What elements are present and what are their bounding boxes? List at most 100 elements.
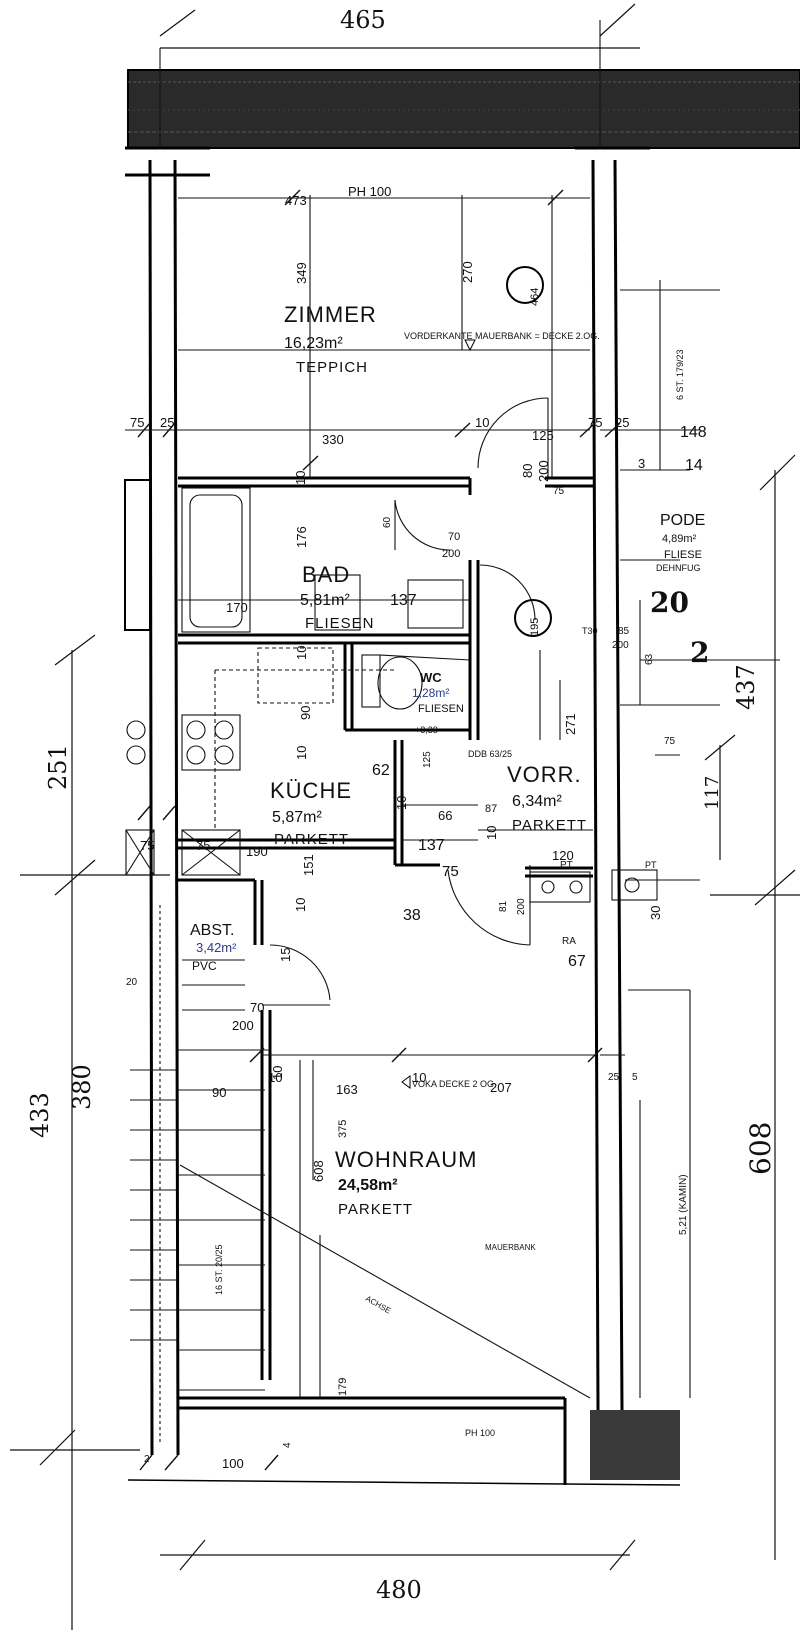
dim-75f: 75 [140, 838, 154, 853]
level-triangle [464, 339, 476, 352]
dim-90a: 90 [298, 706, 313, 720]
dim-75d: 75 [664, 736, 676, 747]
room-area-kueche: 5,87m² [272, 809, 322, 826]
circle-label-464: 464 [529, 288, 541, 306]
dim-75g: 75 [196, 838, 210, 853]
dim-87a: 87 [485, 803, 497, 815]
dim-10g: 10 [293, 898, 308, 912]
note-achse: ACHSE [364, 1294, 392, 1316]
dim-125b: 125 [422, 751, 433, 768]
dim-bottom: 480 [376, 1576, 422, 1604]
dim-25b: 25 [615, 415, 629, 430]
dim-ddb: DDB 63/25 [468, 749, 512, 759]
dim-14: 14 [685, 457, 703, 474]
note-vorderkante: VORDERKANTE MAUERBANK = DECKE 2.OG. [404, 331, 600, 341]
note-pt-right: PT [645, 860, 657, 870]
dim-120: 120 [552, 848, 574, 863]
circle-marker-195 [514, 599, 552, 637]
dim-349: 349 [294, 262, 309, 284]
dim-15: 15 [278, 948, 293, 962]
dim-10b: 10 [293, 471, 308, 485]
room-floor-abst: PVC [192, 959, 217, 973]
dim-179: 179 [337, 1378, 349, 1396]
note-ph-bottom: PH 100 [465, 1428, 495, 1438]
dim-5c: 5 [632, 1072, 638, 1083]
dim-200d: 200 [516, 898, 527, 915]
room-area-abst: 3,42m² [196, 940, 237, 955]
walls [125, 146, 681, 1486]
dim-200c: 200 [612, 640, 629, 651]
dim-left-433: 433 [26, 1092, 54, 1138]
dim-66: 66 [438, 808, 452, 823]
dim-10a: 10 [475, 415, 489, 430]
bottom-right-hatch [590, 1410, 680, 1480]
room-floor-kueche: PARKETT [274, 831, 349, 848]
dim-62: 62 [372, 762, 390, 779]
left-wall-pier [124, 479, 151, 631]
dim-67: 67 [568, 953, 586, 970]
room-note-podest: DEHNFUG [656, 563, 701, 573]
dim-25a: 25 [160, 415, 174, 430]
dim-75e: 75 [442, 863, 459, 880]
dim-176: 176 [294, 526, 309, 548]
note-voka: VOKA DECKE 2 OG. [412, 1079, 497, 1089]
dim-30: 30 [648, 906, 663, 920]
roof-band [127, 69, 800, 149]
note-ph-top: PH 100 [348, 184, 391, 199]
texts: 465 480 ZIMMER 16,23m² TEPPICH BAD 5,81m… [26, 6, 777, 1604]
dim-right-117: 117 [702, 776, 723, 810]
note-stair-right: 6 ST. 179/23 [675, 349, 685, 400]
dim-75b: 75 [588, 415, 602, 430]
dim-90b: 90 [212, 1085, 226, 1100]
dim-63: 63 [644, 653, 655, 665]
dim-85: 85 [618, 626, 630, 637]
dim-left-251: 251 [44, 744, 72, 790]
sheet-number-2: 2 [690, 636, 709, 669]
dim-10e: 10 [394, 796, 409, 810]
room-floor-podest: FLIESE [664, 549, 702, 561]
dim-60: 60 [382, 516, 393, 528]
circle-label-195: 195 [529, 618, 541, 636]
dim-200b: 200 [442, 548, 460, 560]
dim-163: 163 [336, 1082, 358, 1097]
dim-270: 270 [460, 261, 475, 283]
room-name-abst: ABST. [190, 922, 234, 939]
note-t30: T30 [582, 626, 598, 636]
tick-marks [137, 189, 621, 1471]
dim-81: 81 [498, 900, 509, 912]
room-floor-vorr: PARKETT [512, 817, 587, 834]
dim-25c: 25 [608, 1072, 620, 1083]
dim-473: 473 [285, 193, 307, 208]
dim-4: 4 [282, 1442, 293, 1448]
dim-330: 330 [322, 432, 344, 447]
dim-137a: 137 [390, 592, 417, 609]
dim-10d: 10 [294, 746, 309, 760]
room-area-bad: 5,81m² [300, 592, 350, 609]
dim-2: 2 [144, 1454, 150, 1465]
note-mauerbank: MAUERBANK [485, 1243, 536, 1252]
dim-80: 80 [520, 464, 535, 478]
dim-right-608: 608 [744, 1122, 777, 1175]
dim-148: 148 [680, 424, 707, 441]
voka-triangle [401, 1075, 411, 1089]
dim-38: 38 [403, 907, 421, 924]
room-floor-bad: FLIESEN [305, 615, 375, 632]
dim-75c: 75 [553, 486, 565, 497]
room-area-zimmer: 16,23m² [284, 335, 343, 352]
room-floor-zimmer: TEPPICH [296, 359, 368, 376]
dim-100: 100 [222, 1456, 244, 1471]
dim-200e: 200 [232, 1018, 254, 1033]
dim-10c: 10 [294, 646, 309, 660]
circle-marker-464 [506, 266, 544, 304]
dim-375: 375 [337, 1120, 349, 1138]
dim-200a: 200 [536, 460, 551, 482]
room-name-kueche: KÜCHE [270, 778, 352, 803]
room-name-zimmer: ZIMMER [284, 302, 377, 327]
room-area-wohnraum: 24,58m² [338, 1177, 398, 1194]
dim-10j: 10 [268, 1070, 282, 1085]
dim-207: 207 [490, 1080, 512, 1095]
dim-10i: 10 [270, 1066, 285, 1080]
dim-20: 20 [126, 977, 138, 988]
dim-70a: 70 [448, 531, 460, 543]
